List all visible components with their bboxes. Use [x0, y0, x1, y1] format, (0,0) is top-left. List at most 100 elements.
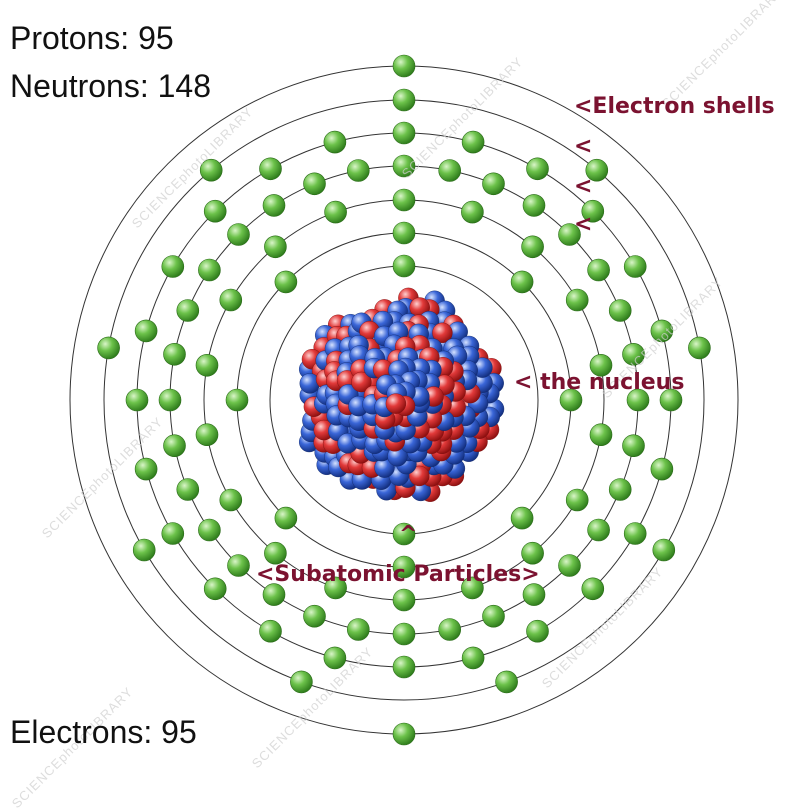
electron — [163, 342, 186, 366]
electron — [526, 157, 549, 181]
electron — [558, 554, 581, 577]
electron — [438, 159, 462, 182]
electrons — [97, 54, 711, 746]
electron — [392, 154, 416, 178]
electron — [225, 388, 249, 412]
electron — [521, 541, 544, 565]
proton — [385, 393, 407, 414]
electron — [176, 478, 200, 501]
electron — [392, 54, 416, 78]
electron — [392, 88, 416, 112]
electron — [495, 670, 518, 694]
electron — [264, 235, 287, 259]
electron — [324, 576, 347, 600]
electron — [163, 434, 186, 458]
electron — [219, 288, 243, 312]
electron — [219, 488, 243, 512]
electron — [587, 518, 610, 542]
electron — [323, 130, 347, 154]
electron — [521, 235, 544, 259]
electron — [461, 200, 484, 224]
electron — [195, 353, 219, 377]
electron — [392, 622, 416, 646]
electron — [461, 646, 485, 670]
electron — [274, 506, 298, 530]
electron — [608, 478, 632, 501]
electron — [303, 604, 326, 628]
electron — [688, 336, 711, 360]
electron — [392, 555, 416, 579]
electron — [522, 194, 546, 217]
electron — [482, 172, 505, 196]
electron — [132, 538, 156, 562]
electron — [176, 299, 200, 322]
electron — [195, 423, 219, 447]
electron — [392, 254, 416, 278]
electron — [262, 194, 286, 217]
electron — [522, 583, 546, 606]
electron — [199, 158, 223, 182]
electron — [565, 488, 589, 512]
electron — [203, 199, 227, 223]
electron — [392, 722, 416, 746]
electron — [259, 157, 282, 181]
electron — [134, 319, 158, 343]
electron — [264, 541, 287, 565]
electron — [589, 353, 613, 377]
caret-marker: ^ — [399, 522, 418, 547]
electron — [290, 670, 313, 694]
nucleus — [299, 287, 505, 502]
shell-marker: < — [574, 174, 593, 199]
electron — [392, 188, 416, 212]
electron — [461, 576, 484, 600]
protons-count: Protons: 95 — [10, 20, 174, 56]
electron — [558, 223, 581, 246]
electron — [303, 172, 326, 196]
electron — [652, 538, 676, 562]
electron — [346, 159, 370, 182]
subatomic-particles-label: <Subatomic Particles> — [256, 562, 540, 587]
electron — [125, 388, 149, 412]
proton — [409, 465, 430, 487]
electron — [623, 255, 647, 278]
electron — [650, 457, 674, 481]
electron — [559, 388, 583, 412]
neutrons-count: Neutrons: 148 — [10, 68, 212, 104]
electron — [97, 336, 120, 360]
electron — [324, 200, 347, 224]
electron — [161, 255, 185, 278]
electron — [161, 522, 185, 545]
electron — [274, 270, 298, 294]
electron — [262, 583, 286, 606]
electron — [392, 221, 416, 245]
electron — [158, 388, 182, 412]
electron — [259, 619, 282, 643]
electron — [622, 342, 645, 366]
electron — [608, 299, 632, 322]
electron — [346, 618, 370, 641]
electron — [392, 121, 416, 145]
electron — [198, 518, 221, 542]
electron — [581, 577, 605, 601]
proton — [432, 322, 453, 343]
electron — [227, 554, 250, 577]
electron — [585, 158, 609, 182]
shell-marker: < — [574, 212, 593, 237]
shell-marker: < — [574, 134, 593, 159]
electron — [482, 604, 505, 628]
electron — [203, 577, 227, 601]
electron — [510, 506, 534, 530]
proton — [351, 371, 372, 393]
electron — [526, 619, 549, 643]
electron — [134, 457, 158, 481]
electron — [565, 288, 589, 312]
electron — [622, 434, 645, 458]
electron — [392, 655, 416, 679]
electron — [198, 258, 221, 282]
electron — [587, 258, 610, 282]
electron — [589, 423, 613, 447]
electron — [323, 646, 347, 670]
nucleus-label: < the nucleus — [514, 370, 685, 395]
electron — [227, 223, 250, 246]
